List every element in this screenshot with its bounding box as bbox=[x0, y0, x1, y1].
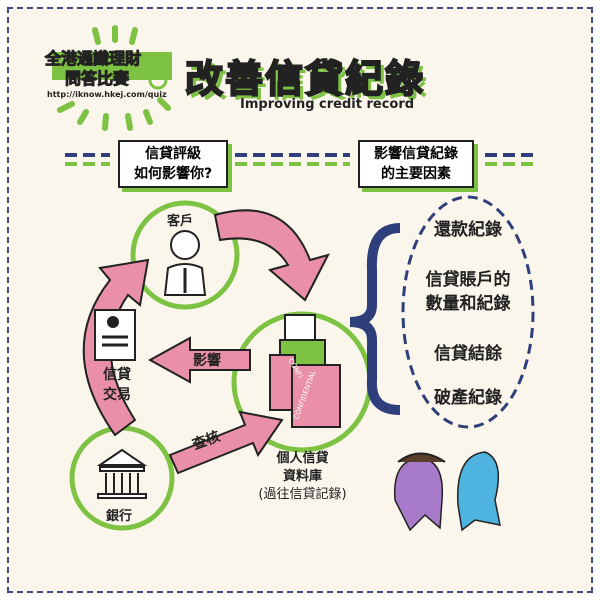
banner-credit-rating: 信貸評級 如何影響你? bbox=[118, 140, 229, 188]
factors-oval bbox=[401, 195, 535, 429]
purple-character bbox=[393, 457, 444, 532]
arrow-check bbox=[168, 410, 284, 475]
arrow-bank-to-customer bbox=[82, 258, 150, 437]
customer-icon bbox=[170, 230, 200, 260]
banner-line1: 影響信貸紀錄 bbox=[374, 146, 458, 162]
banner-line1: 信貸評級 bbox=[145, 146, 202, 162]
node-bank: 銀行 bbox=[106, 509, 133, 524]
node-database: 個人信貸 資料庫 (過往信貸記錄) bbox=[240, 450, 365, 504]
logo-line2: 問答比賽 bbox=[64, 69, 130, 89]
banner-line2: 的主要因素 bbox=[381, 166, 451, 182]
customer-circle bbox=[130, 200, 240, 310]
brace-icon bbox=[349, 223, 401, 415]
factor-accounts: 信貸賬戶的 數量和紀錄 bbox=[425, 270, 511, 314]
node-customer: 客戶 bbox=[167, 214, 194, 229]
transaction-line2: 交易 bbox=[103, 387, 131, 403]
database-line3: (過往信貸記錄) bbox=[258, 487, 347, 502]
dashed-connector bbox=[65, 153, 535, 166]
transaction-line1: 信貸 bbox=[103, 367, 131, 383]
factor-balance: 信貸結餘 bbox=[434, 344, 502, 364]
arrow-customer-to-database bbox=[213, 209, 330, 302]
dollar-icon bbox=[148, 70, 168, 90]
page-title: 改善信貸紀錄 bbox=[184, 56, 426, 102]
blue-character bbox=[456, 451, 501, 532]
page-subtitle: Improving credit record bbox=[240, 97, 415, 112]
pink-folder bbox=[291, 364, 341, 428]
database-line2: 資料庫 bbox=[282, 469, 322, 484]
banner-factors: 影響信貸紀錄 的主要因素 bbox=[358, 140, 474, 188]
factor-bankruptcy: 破產紀錄 bbox=[434, 388, 502, 408]
logo-url[interactable]: http://iknow.hkej.com/quiz bbox=[47, 90, 167, 99]
factor-repayment: 還款紀錄 bbox=[434, 220, 502, 240]
logo-line1: 全港通識理財 bbox=[44, 49, 142, 69]
bank-icon bbox=[96, 448, 148, 499]
arrow-affect bbox=[147, 336, 251, 384]
node-transaction: 信貸 交易 bbox=[103, 365, 131, 405]
logo-burst bbox=[57, 25, 171, 131]
label-affect: 影響 bbox=[193, 353, 221, 369]
banner-line2: 如何影響你? bbox=[134, 166, 213, 182]
database-line1: 個人信貸 bbox=[276, 451, 329, 466]
